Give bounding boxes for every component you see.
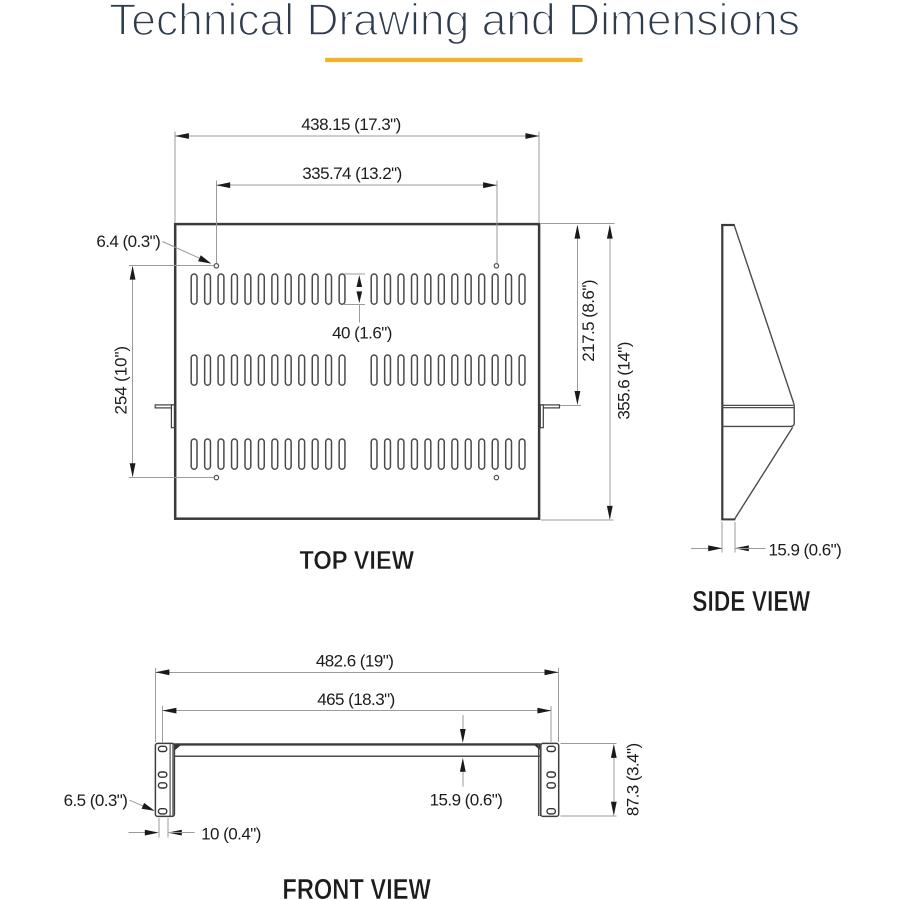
- svg-text:FRONT VIEW: FRONT VIEW: [282, 873, 431, 900]
- svg-text:482.6 (19"): 482.6 (19"): [316, 651, 393, 670]
- svg-text:217.5 (8.6"): 217.5 (8.6"): [579, 280, 598, 362]
- svg-text:TOP VIEW: TOP VIEW: [299, 547, 414, 575]
- svg-text:15.9 (0.6"): 15.9 (0.6"): [430, 790, 503, 809]
- svg-text:87.3 (3.4"): 87.3 (3.4"): [623, 743, 642, 816]
- svg-text:40 (1.6"): 40 (1.6"): [332, 323, 392, 342]
- svg-text:355.6 (14"): 355.6 (14"): [615, 342, 634, 419]
- svg-text:10 (0.4"): 10 (0.4"): [201, 824, 261, 843]
- svg-text:6.5 (0.3"): 6.5 (0.3"): [64, 791, 128, 810]
- svg-text:SIDE VIEW: SIDE VIEW: [692, 587, 810, 618]
- svg-text:335.74 (13.2"): 335.74 (13.2"): [302, 164, 401, 183]
- svg-text:15.9 (0.6"): 15.9 (0.6"): [769, 540, 842, 559]
- svg-text:Technical Drawing and Dimensio: Technical Drawing and Dimensions: [109, 0, 800, 45]
- svg-text:254 (10"): 254 (10"): [111, 346, 130, 414]
- svg-text:465 (18.3"): 465 (18.3"): [317, 690, 394, 709]
- svg-text:6.4 (0.3"): 6.4 (0.3"): [96, 232, 160, 251]
- svg-text:438.15 (17.3"): 438.15 (17.3"): [301, 115, 400, 134]
